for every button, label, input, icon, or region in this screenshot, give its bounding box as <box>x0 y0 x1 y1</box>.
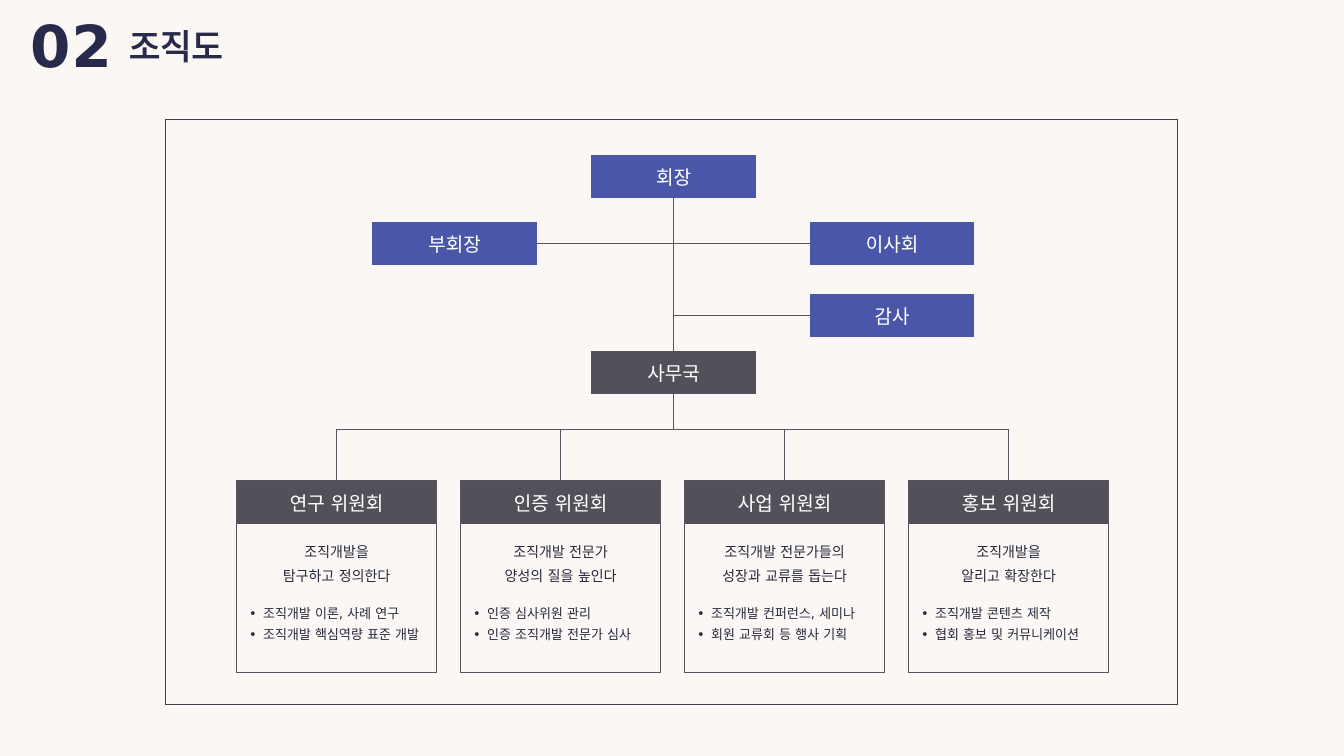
committee-title: 연구 위원회 <box>237 481 436 524</box>
committee-task-list: • 조직개발 이론, 사례 연구 • 조직개발 핵심역량 표준 개발 <box>237 604 436 646</box>
vice-president-label: 부회장 <box>428 234 481 256</box>
page-number: 02 <box>30 13 113 81</box>
bullet-icon: • <box>473 607 481 622</box>
bullet-icon: • <box>697 628 705 643</box>
committee-card-promotion: 홍보 위원회 조직개발을 알리고 확장한다 • 조직개발 콘텐츠 제작 • 협회 홍… <box>908 480 1109 673</box>
bullet-icon: • <box>921 628 929 643</box>
vice-president-box: 부회장 <box>372 222 537 265</box>
committee-desc-line: 성장과 교류를 돕는다 <box>722 569 847 585</box>
committee-description: 조직개발을 탐구하고 정의한다 <box>237 541 436 589</box>
committee-card-research: 연구 위원회 조직개발을 탐구하고 정의한다 • 조직개발 이론, 사례 연구 •… <box>236 480 437 673</box>
list-item: • 조직개발 컨퍼런스, 세미나 <box>697 604 884 625</box>
committee-desc-line: 조직개발 전문가들의 <box>724 545 845 561</box>
list-item: • 협회 홍보 및 커뮤니케이션 <box>921 625 1108 646</box>
connector-auditor <box>673 315 811 316</box>
auditor-label: 감사 <box>874 306 910 328</box>
committee-card-business: 사업 위원회 조직개발 전문가들의 성장과 교류를 돕는다 • 조직개발 컨퍼런스… <box>684 480 885 673</box>
bullet-icon: • <box>473 628 481 643</box>
committee-description: 조직개발 전문가들의 성장과 교류를 돕는다 <box>685 541 884 589</box>
list-item: • 조직개발 핵심역량 표준 개발 <box>249 625 436 646</box>
committee-task-list: • 조직개발 컨퍼런스, 세미나 • 회원 교류회 등 행사 기획 <box>685 604 884 646</box>
connector-vice-president <box>536 243 674 244</box>
committee-desc-line: 탐구하고 정의한다 <box>282 569 391 585</box>
connector-committee-bus <box>336 429 1009 430</box>
list-item-text: 인증 조직개발 전문가 심사 <box>487 628 631 643</box>
list-item-text: 회원 교류회 등 행사 기획 <box>711 628 848 643</box>
list-item-text: 인증 심사위원 관리 <box>487 607 591 622</box>
committee-desc-line: 양성의 질을 높인다 <box>504 569 617 585</box>
board-box: 이사회 <box>810 222 974 265</box>
list-item: • 조직개발 콘텐츠 제작 <box>921 604 1108 625</box>
bullet-icon: • <box>249 628 257 643</box>
bullet-icon: • <box>921 607 929 622</box>
committee-desc-line: 조직개발을 <box>976 545 1041 561</box>
president-box: 회장 <box>591 155 756 198</box>
president-label: 회장 <box>656 167 691 189</box>
committee-description: 조직개발을 알리고 확장한다 <box>909 541 1108 589</box>
committee-task-list: • 인증 심사위원 관리 • 인증 조직개발 전문가 심사 <box>461 604 660 646</box>
auditor-box: 감사 <box>810 294 974 337</box>
committee-title: 홍보 위원회 <box>909 481 1108 524</box>
board-label: 이사회 <box>865 234 919 256</box>
connector-board <box>673 243 811 244</box>
committee-desc-line: 조직개발을 <box>304 545 369 561</box>
connector-committee-4 <box>1008 429 1009 480</box>
secretariat-label: 사무국 <box>647 363 700 385</box>
connector-trunk <box>673 197 674 352</box>
list-item-text: 조직개발 핵심역량 표준 개발 <box>263 628 419 643</box>
connector-secretariat-down <box>673 393 674 430</box>
committee-title: 사업 위원회 <box>685 481 884 524</box>
committee-card-certification: 인증 위원회 조직개발 전문가 양성의 질을 높인다 • 인증 심사위원 관리 •… <box>460 480 661 673</box>
connector-committee-1 <box>336 429 337 480</box>
bullet-icon: • <box>697 607 705 622</box>
page-title: 조직도 <box>129 28 223 68</box>
org-chart-frame <box>165 119 1178 705</box>
committee-desc-line: 알리고 확장한다 <box>961 569 1056 585</box>
committee-description: 조직개발 전문가 양성의 질을 높인다 <box>461 541 660 589</box>
list-item: • 인증 심사위원 관리 <box>473 604 660 625</box>
list-item-text: 협회 홍보 및 커뮤니케이션 <box>935 628 1079 643</box>
committee-task-list: • 조직개발 콘텐츠 제작 • 협회 홍보 및 커뮤니케이션 <box>909 604 1108 646</box>
connector-committee-3 <box>784 429 785 480</box>
bullet-icon: • <box>249 607 257 622</box>
list-item: • 조직개발 이론, 사례 연구 <box>249 604 436 625</box>
secretariat-box: 사무국 <box>591 351 756 394</box>
list-item-text: 조직개발 컨퍼런스, 세미나 <box>711 607 855 622</box>
connector-committee-2 <box>560 429 561 480</box>
list-item: • 인증 조직개발 전문가 심사 <box>473 625 660 646</box>
committee-desc-line: 조직개발 전문가 <box>513 545 608 561</box>
committee-title: 인증 위원회 <box>461 481 660 524</box>
list-item: • 회원 교류회 등 행사 기획 <box>697 625 884 646</box>
list-item-text: 조직개발 콘텐츠 제작 <box>935 607 1051 622</box>
list-item-text: 조직개발 이론, 사례 연구 <box>263 607 400 622</box>
